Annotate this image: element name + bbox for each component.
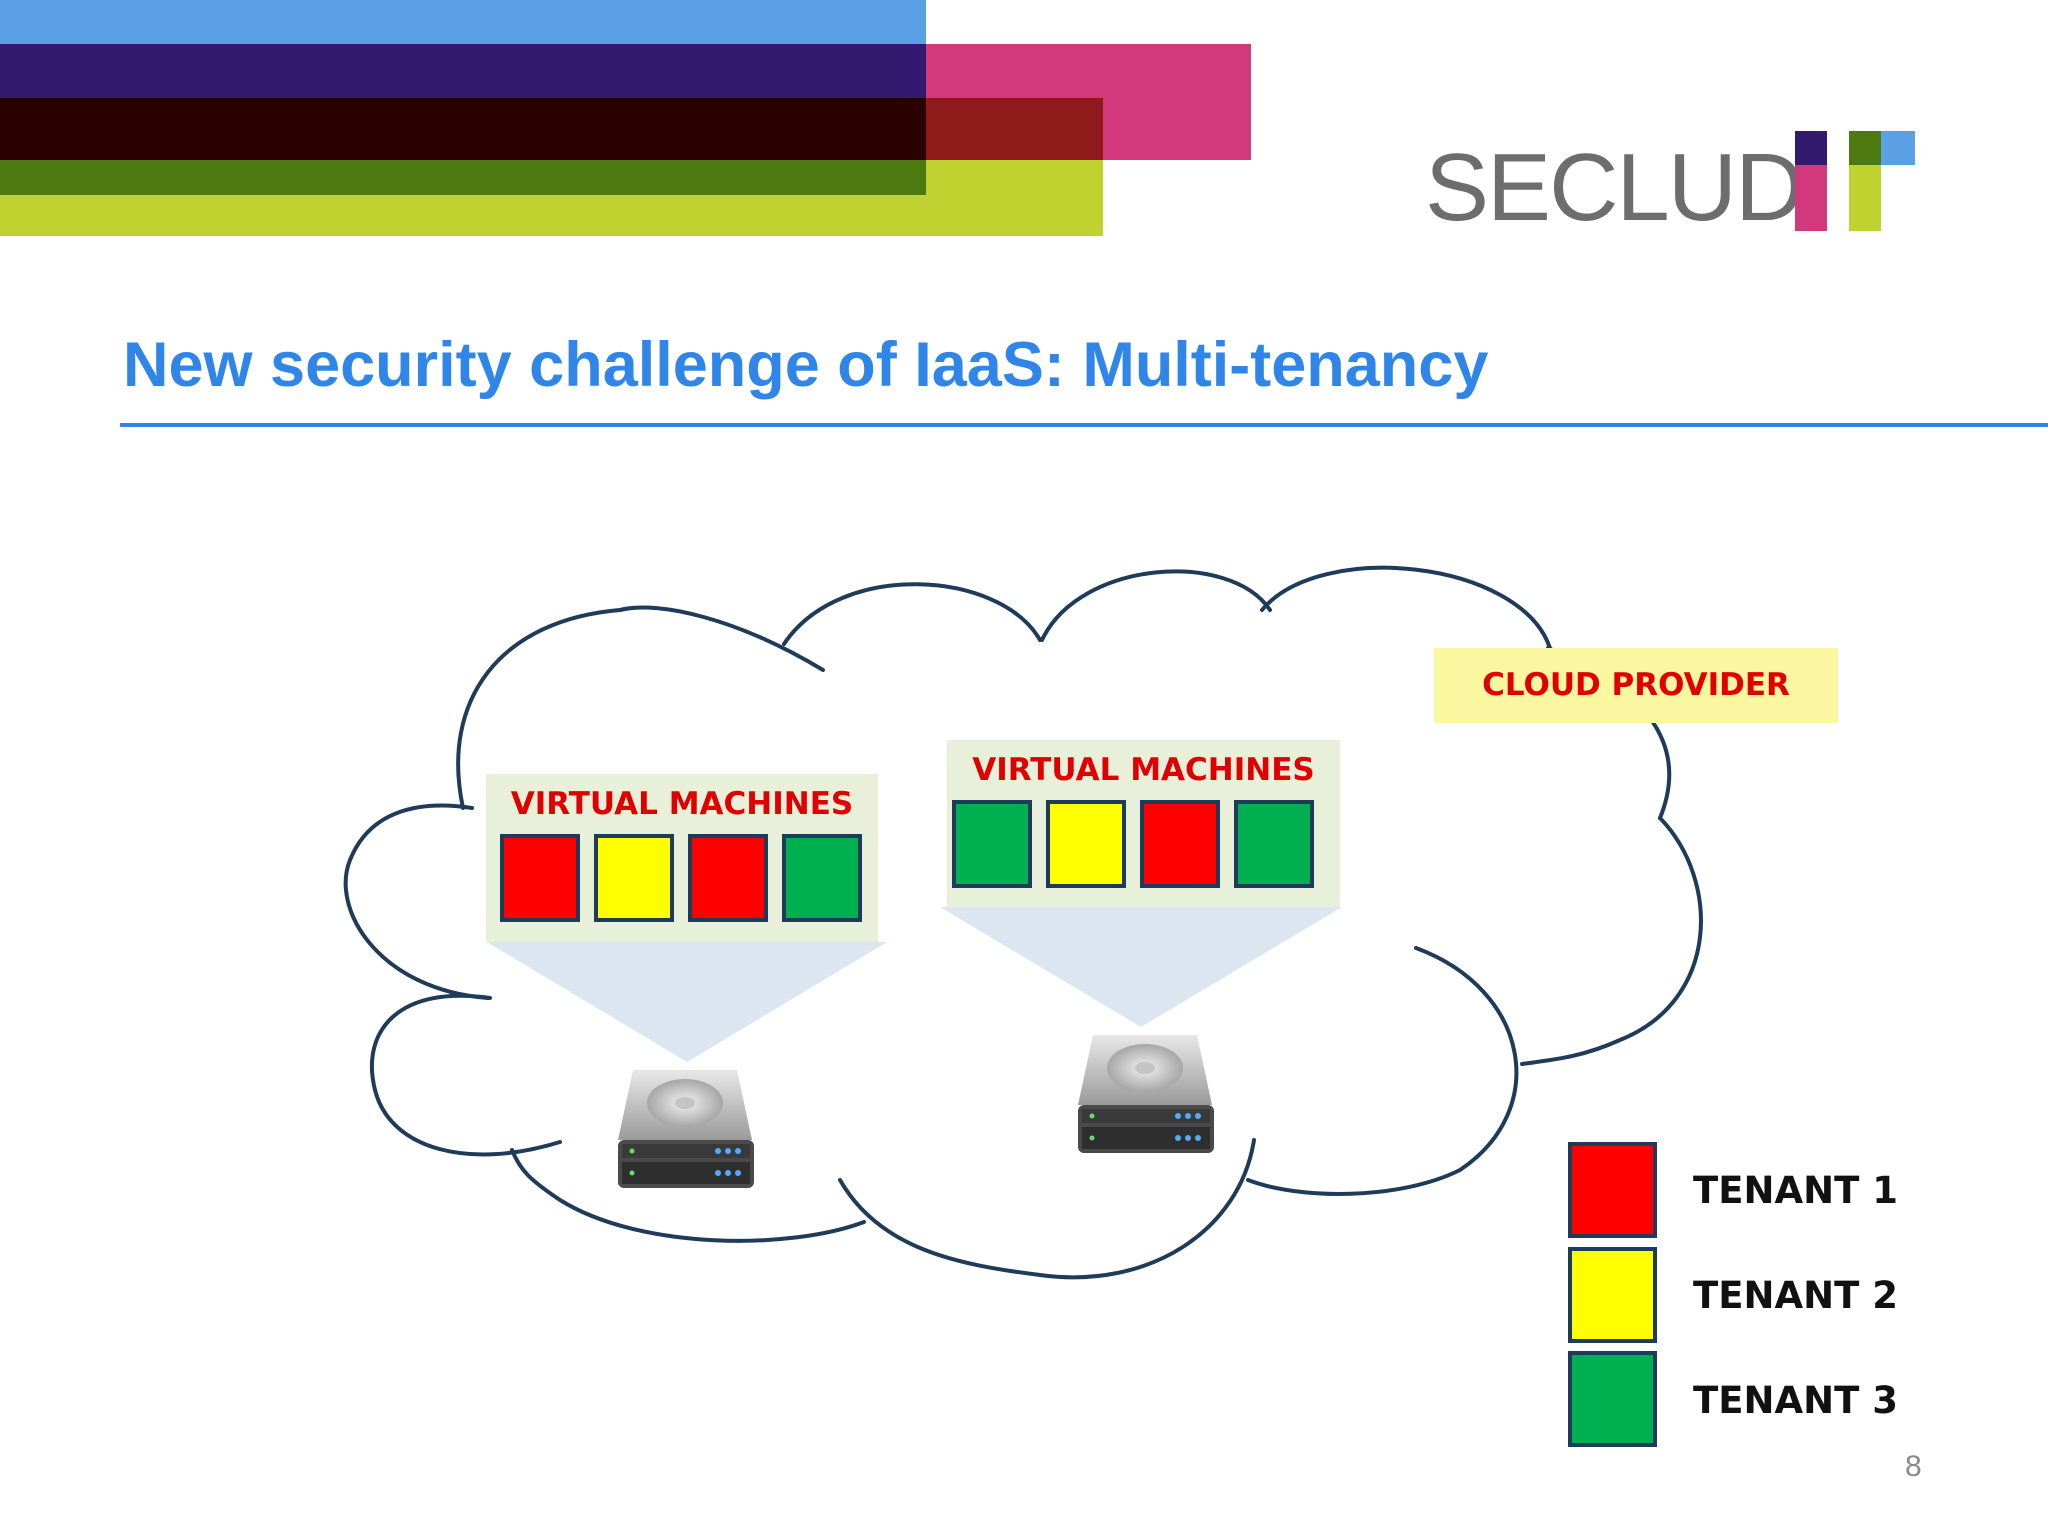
vm-box — [1234, 800, 1314, 888]
vm-box — [500, 834, 580, 922]
title-underline — [120, 423, 2048, 427]
vm-projection-right — [940, 907, 1342, 1027]
legend-swatch-tenant-3 — [1568, 1351, 1657, 1447]
vm-box — [594, 834, 674, 922]
banner-stripe-indigo — [0, 44, 926, 98]
legend-swatch-tenant-1 — [1568, 1142, 1657, 1238]
vm-box — [782, 834, 862, 922]
vm-box — [688, 834, 768, 922]
banner-stripe-maroon — [0, 98, 926, 160]
vm-group-label: VIRTUAL MACHINES — [972, 752, 1315, 788]
company-logo-mark-icon — [1795, 131, 1915, 231]
vm-box — [1046, 800, 1126, 888]
legend-swatch-tenant-2 — [1568, 1247, 1657, 1343]
legend-label-tenant-2: TENANT 2 — [1693, 1274, 1898, 1317]
vm-group-1: VIRTUAL MACHINES — [486, 774, 878, 942]
banner-stripe-lime — [0, 195, 1103, 236]
vm-group-label: VIRTUAL MACHINES — [510, 786, 854, 822]
server-right — [1078, 1035, 1214, 1153]
page-title: New security challenge of IaaS: Multi-te… — [123, 330, 1489, 400]
legend-label-tenant-1: TENANT 1 — [1693, 1169, 1898, 1212]
vm-box — [1140, 800, 1220, 888]
banner-stripe-lime-right — [926, 160, 1103, 195]
banner-stripe-red — [926, 98, 1103, 160]
company-logo-text: SECLUD — [1425, 134, 1804, 241]
cloud-provider-label: CLOUD PROVIDER — [1434, 648, 1838, 723]
server-left — [618, 1070, 754, 1188]
page-number: 8 — [1905, 1450, 1922, 1483]
vm-box — [952, 800, 1032, 888]
vm-group-2: VIRTUAL MACHINES — [947, 740, 1340, 907]
banner-stripe-green — [0, 160, 926, 195]
legend-label-tenant-3: TENANT 3 — [1693, 1379, 1898, 1422]
vm-projection-left — [487, 942, 887, 1062]
banner-stripe-blue — [0, 0, 926, 44]
